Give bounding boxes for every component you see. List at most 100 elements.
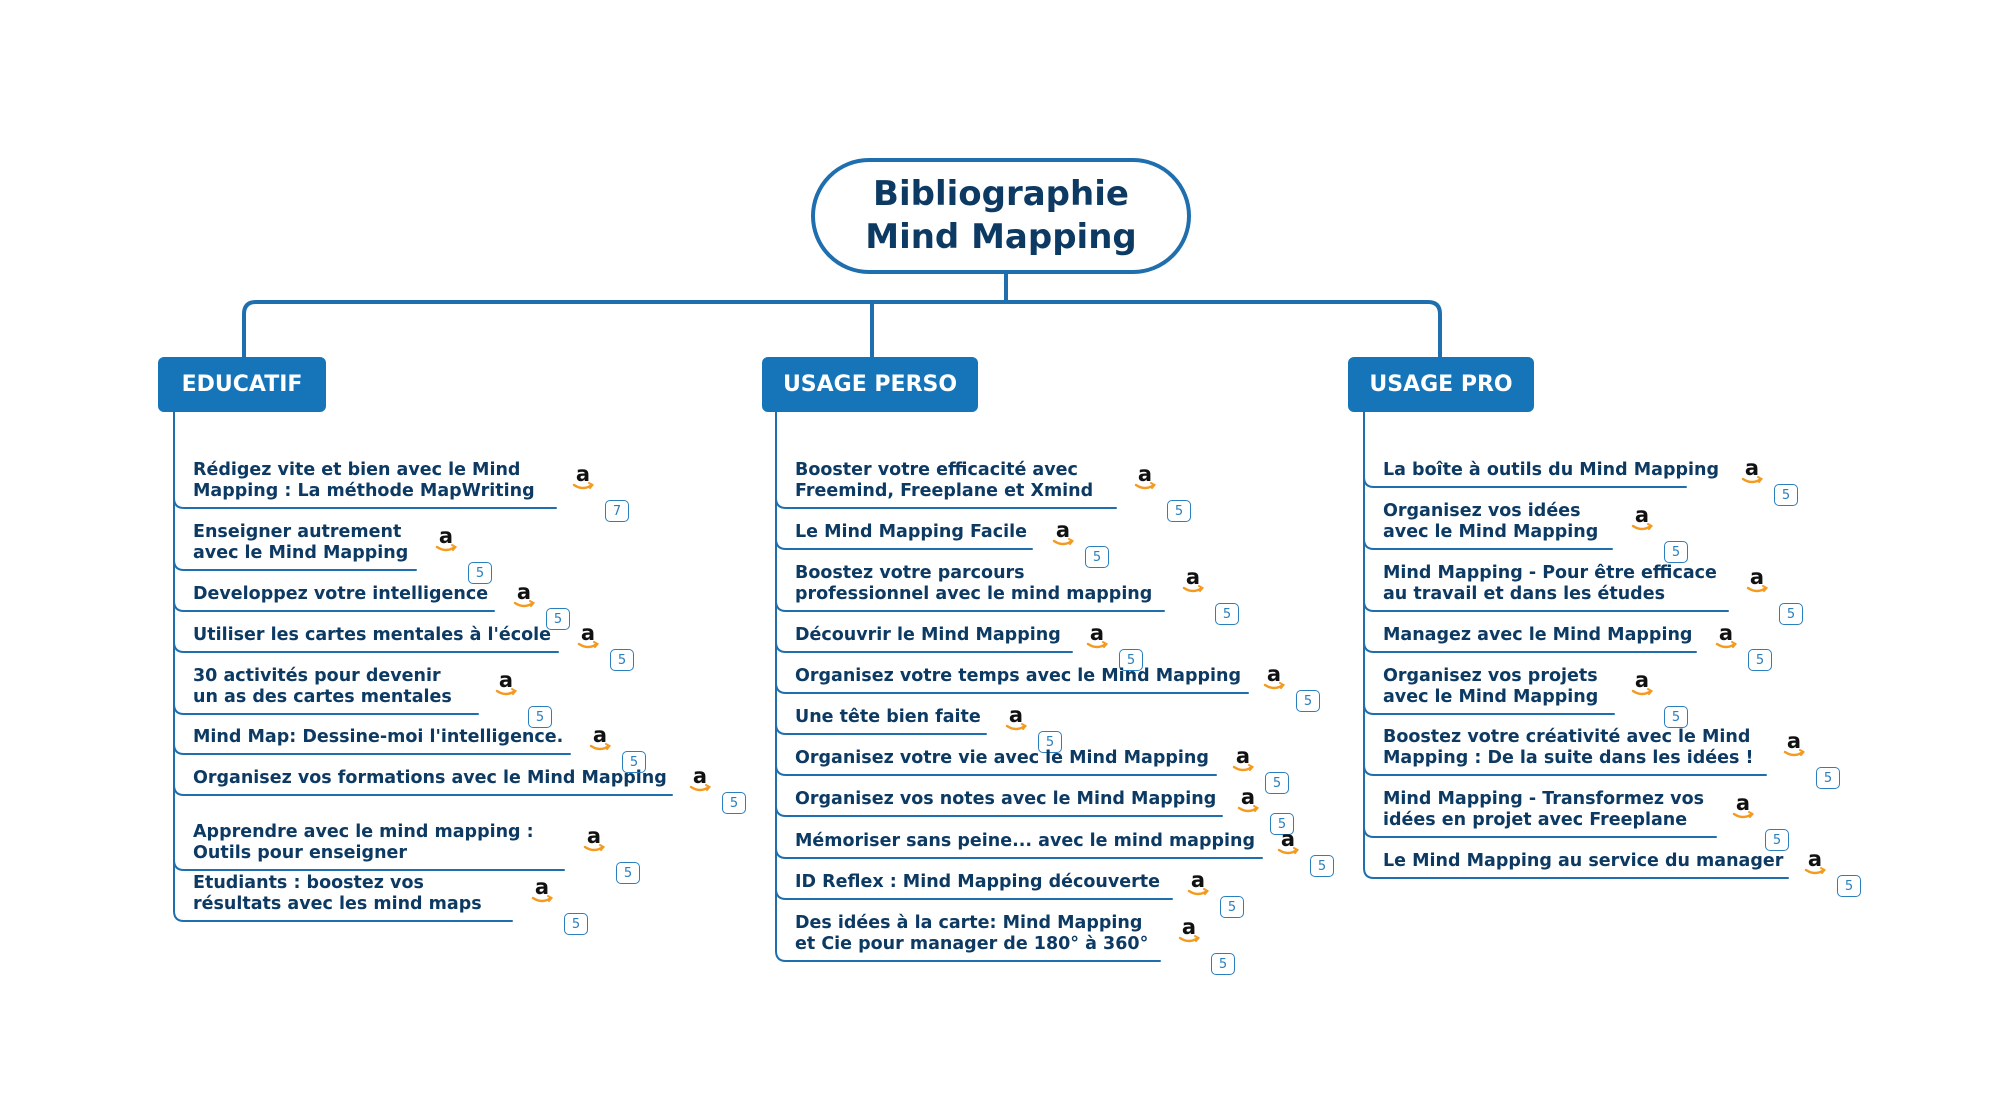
book-title[interactable]: Managez avec le Mind Mapping	[1383, 625, 1693, 645]
svg-text:a: a	[1736, 793, 1750, 815]
book-title[interactable]: Boostez votre créativité avec le Mind Ma…	[1383, 727, 1754, 768]
book-title[interactable]: Mind Mapping - Transformez vos idées en …	[1383, 789, 1705, 830]
amazon-logo-icon[interactable]: a	[1181, 565, 1205, 595]
book-title[interactable]: Developpez votre intelligence	[193, 584, 489, 604]
svg-text:a: a	[1241, 787, 1255, 809]
book-title[interactable]: Organisez vos projets avec le Mind Mappi…	[1383, 666, 1599, 707]
amazon-logo-icon[interactable]: a	[1782, 729, 1806, 759]
count-badge: 5	[1837, 875, 1861, 897]
svg-text:a: a	[535, 877, 549, 899]
amazon-logo-icon[interactable]: a	[1630, 503, 1654, 533]
count-badge: 5	[1779, 603, 1803, 625]
count-badge: 5	[1119, 649, 1143, 671]
book-title[interactable]: La boîte à outils du Mind Mapping	[1383, 460, 1720, 480]
amazon-logo-icon[interactable]: a	[1630, 668, 1654, 698]
count-badge: 5	[1215, 603, 1239, 625]
amazon-logo-icon[interactable]: a	[588, 723, 612, 753]
book-title[interactable]: Une tête bien faite	[795, 707, 981, 727]
svg-text:a: a	[1745, 458, 1759, 480]
book-title[interactable]: Organisez votre temps avec le Mind Mappi…	[795, 666, 1242, 686]
amazon-logo-icon[interactable]: a	[512, 580, 536, 610]
book-title[interactable]: Booster votre efficacité avec Freemind, …	[795, 460, 1094, 501]
book-title[interactable]: Le Mind Mapping au service du manager	[1383, 851, 1784, 871]
amazon-logo-icon[interactable]: a	[494, 668, 518, 698]
count-badge: 5	[1167, 500, 1191, 522]
amazon-logo-icon[interactable]: a	[1803, 847, 1827, 877]
count-badge: 5	[1211, 953, 1235, 975]
amazon-logo-icon[interactable]: a	[1186, 868, 1210, 898]
svg-text:a: a	[1635, 670, 1649, 692]
svg-text:a: a	[587, 826, 601, 848]
count-badge: 5	[1748, 649, 1772, 671]
amazon-logo-icon[interactable]: a	[1051, 518, 1075, 548]
svg-text:a: a	[1182, 917, 1196, 939]
amazon-logo-icon[interactable]: a	[1236, 785, 1260, 815]
book-title[interactable]: Découvrir le Mind Mapping	[795, 625, 1061, 645]
amazon-logo-icon[interactable]: a	[434, 524, 458, 554]
count-badge: 5	[622, 751, 646, 773]
amazon-logo-icon[interactable]: a	[1004, 703, 1028, 733]
svg-text:a: a	[499, 670, 513, 692]
book-title[interactable]: Organisez vos notes avec le Mind Mapping	[795, 789, 1217, 809]
book-title[interactable]: Apprendre avec le mind mapping : Outils …	[193, 822, 534, 863]
count-badge: 5	[528, 706, 552, 728]
svg-text:a: a	[1090, 623, 1104, 645]
amazon-logo-icon[interactable]: a	[1133, 462, 1157, 492]
amazon-logo-icon[interactable]: a	[582, 824, 606, 854]
book-title[interactable]: Mémoriser sans peine... avec le mind map…	[795, 831, 1256, 851]
amazon-logo-icon[interactable]: a	[1231, 744, 1255, 774]
amazon-logo-icon[interactable]: a	[1714, 621, 1738, 651]
svg-text:a: a	[1635, 505, 1649, 527]
svg-text:a: a	[1787, 731, 1801, 753]
book-title[interactable]: Utiliser les cartes mentales à l'école	[193, 625, 552, 645]
book-title[interactable]: Organisez vos idées avec le Mind Mapping	[1383, 501, 1599, 542]
amazon-logo-icon[interactable]: a	[1745, 565, 1769, 595]
svg-text:a: a	[1186, 567, 1200, 589]
count-badge: 5	[564, 913, 588, 935]
book-title[interactable]: ID Reflex : Mind Mapping découverte	[795, 872, 1161, 892]
book-title[interactable]: Rédigez vite et bien avec le Mind Mappin…	[193, 460, 535, 501]
topic-underline	[775, 950, 1161, 962]
svg-text:a: a	[693, 766, 707, 788]
branch-educatif[interactable]: EDUCATIF	[158, 357, 326, 412]
amazon-logo-icon[interactable]: a	[571, 462, 595, 492]
book-title[interactable]: Organisez votre vie avec le Mind Mapping	[795, 748, 1209, 768]
book-title[interactable]: 30 activités pour devenir un as des cart…	[193, 666, 452, 707]
book-title[interactable]: Mind Mapping - Pour être efficace au tra…	[1383, 563, 1717, 604]
amazon-logo-icon[interactable]: a	[1262, 662, 1286, 692]
branch-usage-perso[interactable]: USAGE PERSO	[762, 357, 978, 412]
amazon-logo-icon[interactable]: a	[576, 621, 600, 651]
book-title[interactable]: Boostez votre parcours professionnel ave…	[795, 563, 1153, 604]
svg-text:a: a	[1009, 705, 1023, 727]
count-badge: 5	[616, 862, 640, 884]
branch-usage-pro[interactable]: USAGE PRO	[1348, 357, 1534, 412]
amazon-logo-icon[interactable]: a	[1740, 456, 1764, 486]
book-title[interactable]: Etudiants : boostez vos résultats avec l…	[193, 873, 482, 914]
count-badge: 5	[1774, 484, 1798, 506]
svg-text:a: a	[1191, 870, 1205, 892]
amazon-logo-icon[interactable]: a	[1276, 827, 1300, 857]
svg-text:a: a	[1267, 664, 1281, 686]
count-badge: 5	[546, 608, 570, 630]
amazon-logo-icon[interactable]: a	[1085, 621, 1109, 651]
amazon-logo-icon[interactable]: a	[530, 875, 554, 905]
root-branch-connector	[242, 300, 1442, 359]
count-badge: 5	[468, 562, 492, 584]
book-title[interactable]: Mind Map: Dessine-moi l'intelligence.	[193, 727, 564, 747]
book-title[interactable]: Le Mind Mapping Facile	[795, 522, 1027, 542]
central-topic[interactable]: Bibliographie Mind Mapping	[811, 158, 1191, 274]
book-title[interactable]: Des idées à la carte: Mind Mapping et Ci…	[795, 913, 1149, 954]
amazon-logo-icon[interactable]: a	[1177, 915, 1201, 945]
count-badge: 5	[1085, 546, 1109, 568]
svg-text:a: a	[581, 623, 595, 645]
count-badge: 5	[1765, 829, 1789, 851]
svg-text:a: a	[439, 526, 453, 548]
topic-underline	[1363, 867, 1789, 879]
book-title[interactable]: Organisez vos formations avec le Mind Ma…	[193, 768, 667, 788]
amazon-logo-icon[interactable]: a	[1731, 791, 1755, 821]
book-title[interactable]: Enseigner autrement avec le Mind Mapping	[193, 522, 409, 563]
amazon-logo-icon[interactable]: a	[688, 764, 712, 794]
count-badge: 5	[722, 792, 746, 814]
svg-text:a: a	[517, 582, 531, 604]
